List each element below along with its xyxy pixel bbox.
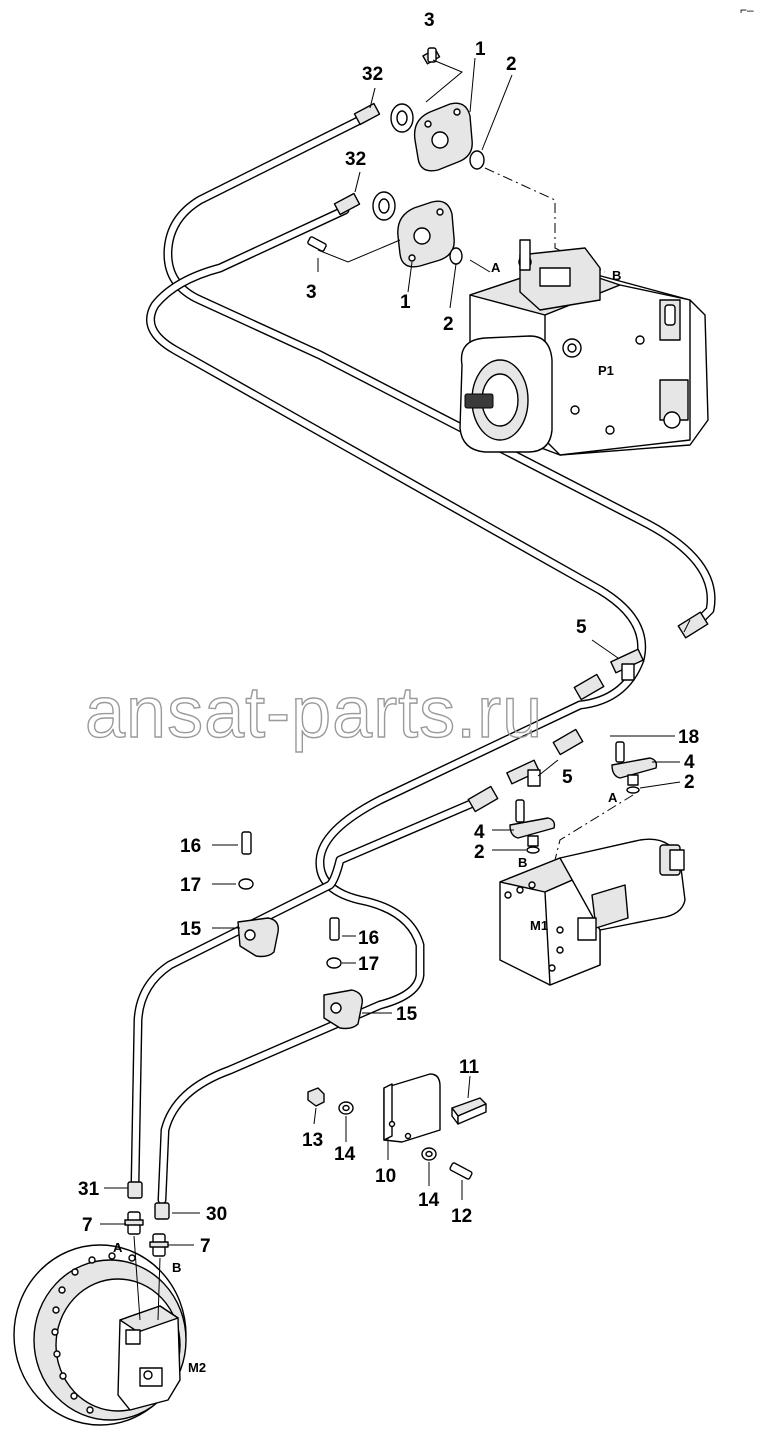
- callout-12: 12: [451, 1206, 472, 1227]
- callout-2: 2: [474, 842, 485, 863]
- port-label-m2-a: A: [113, 1240, 123, 1255]
- o-ring-icon: [469, 150, 485, 170]
- hydraulic-pump-p1: [459, 239, 709, 456]
- port-label-m2-b: B: [172, 1260, 181, 1275]
- bolt-icon: [307, 236, 327, 252]
- key-bar-icon: [451, 1097, 487, 1125]
- callout-7: 7: [82, 1215, 93, 1236]
- callout-4: 4: [474, 822, 485, 843]
- hose-fitting-upper-32: [353, 102, 381, 126]
- callout-17: 17: [358, 954, 379, 975]
- bracket-assembly: [307, 1073, 487, 1200]
- callout-14: 14: [334, 1144, 356, 1165]
- callout-1: 1: [475, 39, 486, 60]
- callout-3: 3: [424, 10, 435, 31]
- callout-11: 11: [459, 1057, 480, 1078]
- callout-14: 14: [418, 1190, 440, 1211]
- upper-flange-assembly: [369, 47, 606, 273]
- tee-fitting-icon: [506, 759, 541, 787]
- hose-end-right: [677, 611, 709, 639]
- callout-4: 4: [684, 752, 695, 773]
- corner-mark: ⌐‒: [740, 3, 754, 17]
- callout-16: 16: [358, 928, 379, 949]
- nut-icon: [307, 1087, 325, 1107]
- hose-end-icon: [154, 1202, 170, 1220]
- port-label-m1-b: B: [518, 855, 527, 870]
- pipe-clamp-lower: [323, 917, 392, 1030]
- hydraulic-lines: [130, 102, 716, 1205]
- callout-15: 15: [180, 919, 202, 940]
- callout-2: 2: [443, 314, 454, 335]
- clamp-icon: [323, 989, 363, 1030]
- o-ring-icon: [449, 247, 463, 265]
- m1-fittings: [492, 639, 681, 881]
- bolt-icon: [449, 1162, 473, 1180]
- hose-line-3: [130, 795, 485, 1190]
- hose-line-2: [146, 205, 647, 1205]
- callout-1: 1: [400, 292, 411, 313]
- bolt-icon: [329, 917, 340, 941]
- port-label-m1-a: A: [608, 790, 618, 805]
- unit-label-m1: M1: [530, 918, 548, 933]
- callout-5: 5: [576, 617, 587, 638]
- callout-16: 16: [180, 836, 201, 857]
- callout-labels: 3 1 2 32 32 3 1 2 5 18 4 2 5 4 2 16 17 1…: [78, 10, 699, 1257]
- callout-3: 3: [306, 282, 317, 303]
- tee-fitting-icon: [610, 648, 644, 681]
- callout-5: 5: [562, 767, 573, 788]
- mounting-bracket-icon: [383, 1073, 441, 1143]
- callout-18: 18: [678, 727, 699, 748]
- callout-13: 13: [302, 1130, 323, 1151]
- split-flange-icon: [397, 200, 455, 268]
- clamp-icon: [237, 917, 279, 958]
- callout-7: 7: [200, 1236, 211, 1257]
- unit-label-p1: P1: [598, 363, 614, 378]
- adapter-fitting-icon: [124, 1211, 144, 1235]
- bolt-circle-holes: [51, 1252, 136, 1414]
- m2-fittings: [100, 1181, 200, 1321]
- unit-label-m2: M2: [188, 1360, 206, 1375]
- washer-icon: [238, 878, 254, 890]
- hose-end-icon: [127, 1181, 143, 1199]
- port-label-pump-b: B: [612, 268, 621, 283]
- callout-32: 32: [345, 149, 366, 170]
- callout-2: 2: [684, 772, 695, 793]
- hose-end-mid-3: [552, 728, 584, 756]
- adapter-flange-icon: [611, 741, 658, 794]
- hose-end-mid-2: [467, 785, 499, 813]
- hydraulic-motor-m1: [499, 838, 686, 986]
- callout-15: 15: [396, 1004, 418, 1025]
- callout-17: 17: [180, 875, 201, 896]
- travel-motor-m2: [13, 1244, 187, 1426]
- washer-icon: [326, 957, 342, 969]
- callout-30: 30: [206, 1204, 227, 1225]
- bolt-icon: [422, 47, 441, 65]
- split-flange-icon: [413, 102, 473, 172]
- watermark-text: ansat-parts.ru: [85, 673, 543, 753]
- callout-31: 31: [78, 1179, 100, 1200]
- lower-flange-assembly: [307, 171, 491, 309]
- hose-end-mid-1: [573, 673, 605, 701]
- hose-fitting-lower-32: [333, 192, 361, 216]
- adapter-flange-icon: [509, 799, 556, 854]
- port-label-pump-a: A: [491, 260, 501, 275]
- callout-10: 10: [375, 1166, 396, 1187]
- adapter-fitting-icon: [149, 1233, 169, 1257]
- callout-32: 32: [362, 64, 383, 85]
- bolt-icon: [241, 831, 252, 855]
- pipe-clamp-upper: [212, 831, 279, 958]
- callout-2: 2: [506, 54, 517, 75]
- hose-line-1: [163, 115, 716, 627]
